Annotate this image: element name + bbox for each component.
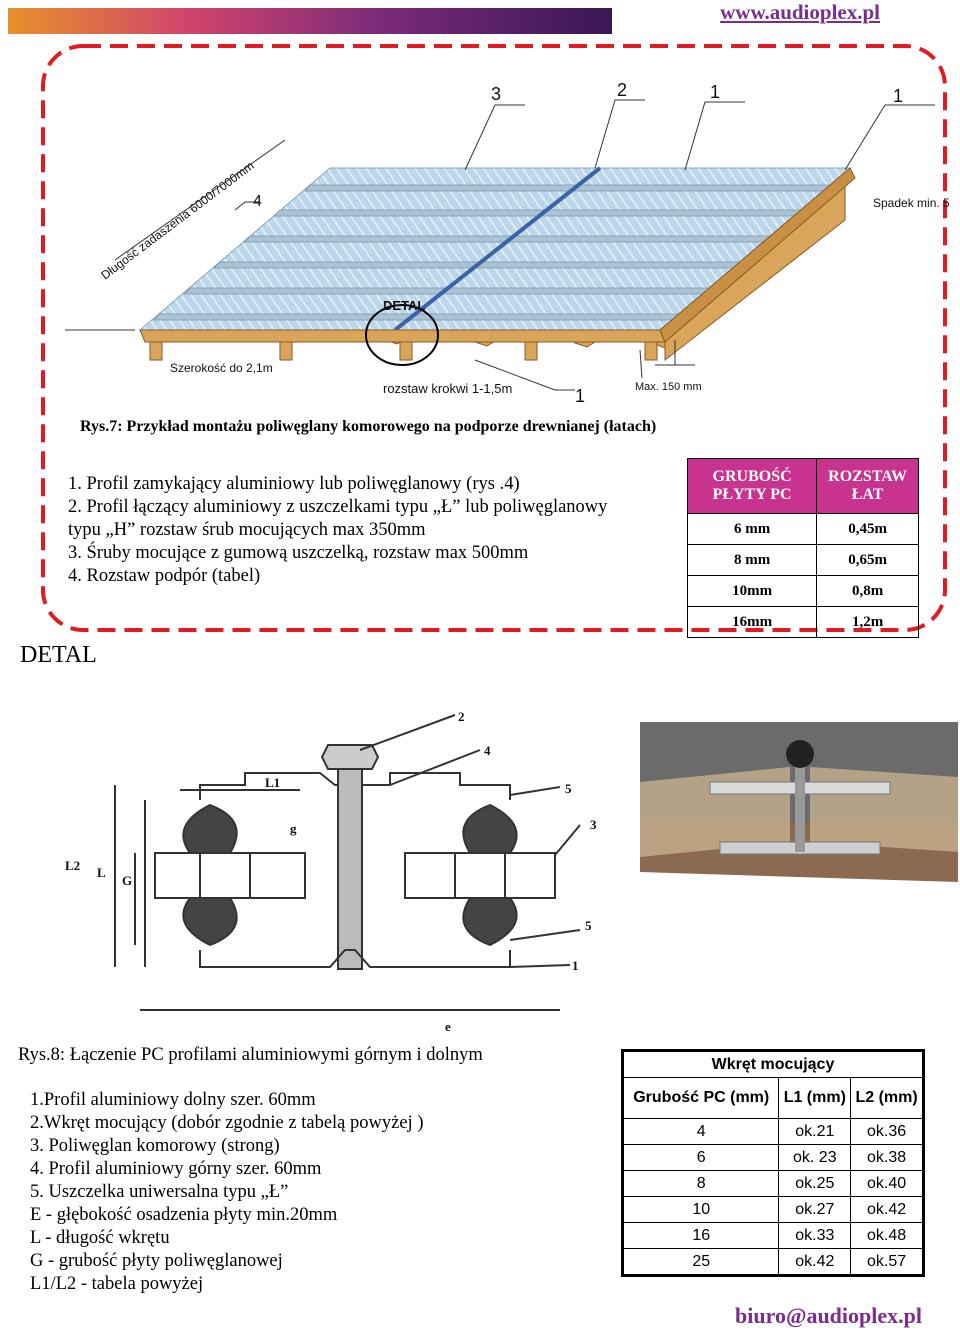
- label-rafters: rozstaw krokwi 1-1,5m: [383, 381, 512, 396]
- section-label-4: 4: [484, 743, 491, 758]
- contact-email[interactable]: biuro@audioplex.pl: [735, 1303, 922, 1328]
- table2-cell: 6: [621, 1144, 780, 1171]
- dim-L1: L1: [265, 775, 280, 790]
- figure7-list-item: 2. Profil łączący aluminiowy z uszczelka…: [68, 497, 608, 517]
- table2-cell: 25: [621, 1248, 780, 1276]
- table2-cell: 4: [621, 1118, 780, 1145]
- table2-cell: 16: [621, 1222, 780, 1249]
- dim-e: e: [445, 1019, 451, 1034]
- table2-cell: 8: [621, 1170, 780, 1197]
- table1-cell: 8 mm: [686, 544, 818, 576]
- website-link[interactable]: www.audioplex.pl: [720, 0, 880, 24]
- section-label-5b: 5: [585, 918, 592, 933]
- figure7-caption: Rys.7: Przykład montażu poliwęglany komo…: [80, 418, 657, 435]
- table1-header: GRUBOŚĆ PŁYTY PC: [686, 458, 818, 514]
- detal-heading: DETAL: [20, 642, 97, 668]
- figure8-list-item: G - grubość płyty poliwęglanowej: [30, 1251, 283, 1271]
- figure8-list-item: E - głębokość osadzenia płyty min.20mm: [30, 1205, 338, 1225]
- table2-cell: ok.42: [778, 1248, 852, 1276]
- table2-cell: ok.38: [850, 1144, 924, 1171]
- section-label-5a: 5: [565, 781, 572, 796]
- table2-cell: ok.40: [850, 1170, 924, 1197]
- figure8-list-item: L - długość wkrętu: [30, 1228, 170, 1248]
- table1-cell: 16mm: [686, 606, 818, 638]
- roof-installation-drawing: 3 2 1 1 4 1 Długość zadaszenia 6000/7000…: [65, 80, 950, 406]
- label-2: 2: [617, 80, 627, 100]
- table2-cell: ok.33: [778, 1222, 852, 1249]
- section-label-2: 2: [458, 709, 465, 724]
- figure8-caption: Rys.8: Łączenie PC profilami aluminiowym…: [18, 1045, 483, 1065]
- table2-cell: ok.27: [778, 1196, 852, 1223]
- table1-cell: 0,45m: [816, 513, 919, 545]
- table1-cell: 1,2m: [816, 606, 919, 638]
- figure8-list-item: 2.Wkręt mocujący (dobór zgodnie z tabelą…: [30, 1113, 424, 1133]
- table2-title: Wkręt mocujący: [622, 1050, 924, 1078]
- figure8-list-item: 4. Profil aluminiowy górny szer. 60mm: [30, 1159, 322, 1179]
- table1-cell: 10mm: [686, 575, 818, 607]
- header-gradient-bar: [8, 8, 612, 34]
- table2-cell: ok.21: [778, 1118, 852, 1145]
- label-1b: 1: [893, 86, 903, 106]
- figure7-list-item: 1. Profil zamykający aluminiowy lub poli…: [68, 474, 520, 494]
- table2-cell: ok.57: [850, 1248, 924, 1276]
- table2-cell: ok.42: [850, 1196, 924, 1223]
- dim-G: G: [122, 873, 132, 888]
- figure8-list-item: 5. Uszczelka uniwersalna typu „Ł”: [30, 1182, 289, 1202]
- figure7-list-item: 4. Rozstaw podpór (tabel): [68, 566, 261, 586]
- label-max: Max. 150 mm: [635, 381, 702, 393]
- table2-header: L1 (mm): [778, 1077, 852, 1119]
- section-label-3: 3: [590, 817, 597, 832]
- figure7-list-item: typu „H” rozstaw śrub mocujących max 350…: [68, 520, 426, 540]
- screw-length-table: Wkręt mocujący Grubość PC (mm) L1 (mm) L…: [621, 1049, 925, 1277]
- profile-photo-illustration: [640, 722, 958, 984]
- figure8-list-item: L1/L2 - tabela powyżej: [30, 1274, 204, 1294]
- figure8-list-item: 1.Profil aluminiowy dolny szer. 60mm: [30, 1090, 316, 1110]
- table1-cell: 0,8m: [816, 575, 919, 607]
- table2-cell: ok.25: [778, 1170, 852, 1197]
- dashed-frame: [41, 44, 947, 632]
- label-1a: 1: [710, 82, 720, 102]
- label-width: Szerokość do 2,1m: [170, 361, 273, 375]
- section-label-1: 1: [572, 958, 579, 973]
- table2-header: L2 (mm): [850, 1077, 924, 1119]
- detail-circle: [365, 304, 439, 366]
- figure7-list-item: 3. Śruby mocujące z gumową uszczelką, ro…: [68, 543, 529, 563]
- table2-cell: ok.48: [850, 1222, 924, 1249]
- figure8-list-item: 3. Poliwęglan komorowy (strong): [30, 1136, 280, 1156]
- dim-L2: L2: [65, 858, 80, 873]
- table2-cell: 10: [621, 1196, 780, 1223]
- label-detal: DETAL: [383, 298, 425, 313]
- label-1c: 1: [575, 386, 585, 406]
- table2-header: Grubość PC (mm): [621, 1077, 780, 1119]
- dim-g: g: [290, 821, 297, 836]
- table1-cell: 6 mm: [686, 513, 818, 545]
- dim-L: L: [97, 865, 106, 880]
- profile-cross-section-drawing: 2 4 5 3 5 1 L1 L2 L G g e: [65, 709, 597, 1034]
- table1-header: ROZSTAW ŁAT: [816, 458, 919, 514]
- label-slope: Spadek min. 5: [873, 196, 950, 210]
- table2-cell: ok.36: [850, 1118, 924, 1145]
- table1-cell: 0,65m: [816, 544, 919, 576]
- label-3: 3: [491, 84, 501, 104]
- table2-cell: ok. 23: [778, 1144, 852, 1171]
- label-4: 4: [253, 193, 262, 210]
- joining-profile: [393, 166, 602, 332]
